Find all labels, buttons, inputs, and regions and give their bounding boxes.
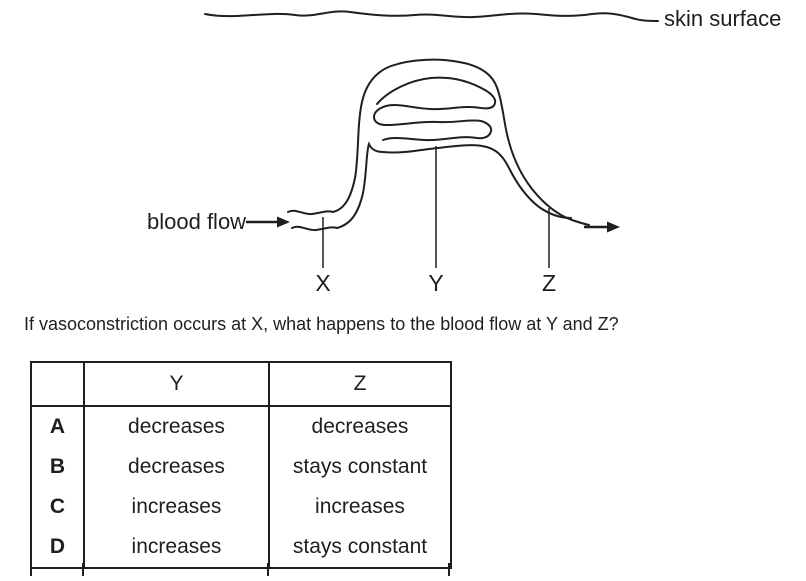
capillary-coil <box>372 76 497 142</box>
question-text: If vasoconstriction occurs at X, what ha… <box>24 314 619 334</box>
table-header-y: Y <box>83 362 269 407</box>
blood-flow-label: blood flow <box>147 209 247 234</box>
table-row-c: C increases increases <box>31 487 451 527</box>
table-header-row: Y Z <box>31 362 451 407</box>
option-b-y-value: decreases <box>83 447 269 487</box>
option-d-y-value: increases <box>83 527 269 568</box>
option-c-z-value: increases <box>268 487 451 527</box>
option-letter-b: B <box>49 455 66 478</box>
point-label-y: Y <box>428 270 444 296</box>
option-a-z-value: decreases <box>268 406 451 447</box>
table-rule-tail-left <box>30 563 32 576</box>
table-rule-tail-col2 <box>267 563 269 576</box>
option-c-y-value: increases <box>83 487 269 527</box>
capillary-diagram <box>204 10 659 268</box>
skin-surface-label: skin surface <box>664 6 782 31</box>
option-letter-d: D <box>49 535 66 558</box>
option-d-z-value: stays constant <box>268 527 451 568</box>
blood-flow-in-arrow-head <box>277 216 290 228</box>
skin-surface-line <box>204 10 659 22</box>
capillary-inner-wall <box>291 141 572 232</box>
table-header-blank <box>31 362 84 407</box>
capillary-outer-wall <box>287 58 590 226</box>
point-label-x: X <box>315 270 331 296</box>
answer-table: Y Z A decreases decreases B decreases st… <box>30 361 452 569</box>
table-row-b: B decreases stays constant <box>31 447 451 487</box>
option-letter-a: A <box>49 415 66 438</box>
table-row-a: A decreases decreases <box>31 406 451 447</box>
table-rule-tail-right <box>448 563 450 576</box>
table-rule-tail-col1 <box>82 563 84 576</box>
table-row-d: D increases stays constant <box>31 527 451 568</box>
option-a-y-value: decreases <box>83 406 269 447</box>
blood-flow-out-arrow-head <box>607 221 620 233</box>
option-letter-c: C <box>49 495 66 518</box>
point-label-z: Z <box>541 270 557 296</box>
table-header-z: Z <box>268 362 451 407</box>
option-b-z-value: stays constant <box>268 447 451 487</box>
